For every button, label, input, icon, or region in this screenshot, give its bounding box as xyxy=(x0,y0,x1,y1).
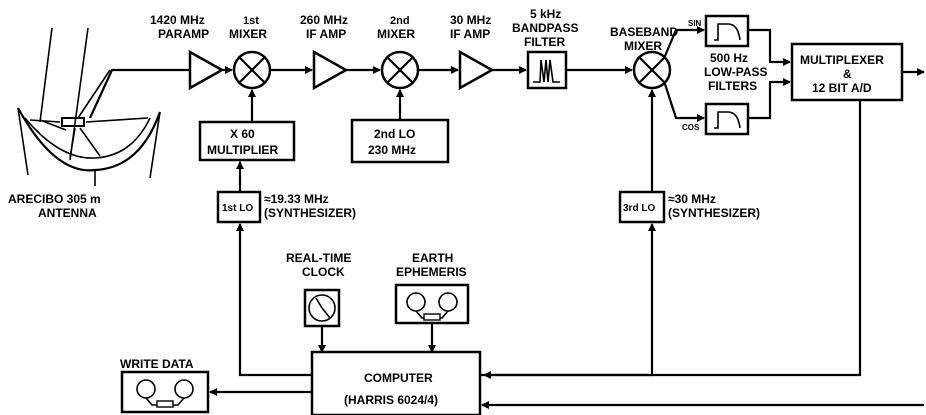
lo3-freq-label: ≈30 MHz xyxy=(668,192,716,206)
paramp-amplifier-icon xyxy=(188,49,225,91)
if2-label: IF AMP xyxy=(450,27,490,41)
paramp-label: PARAMP xyxy=(158,27,209,41)
if1-label: IF AMP xyxy=(306,27,346,41)
bandpass-name-label: BANDPASS xyxy=(512,21,578,35)
lo3-synth-label: (SYNTHESIZER) xyxy=(668,206,760,220)
multiplier-label: MULTIPLIER xyxy=(207,143,278,157)
tape-reel-icon xyxy=(394,283,470,325)
second-mixer-icon xyxy=(380,50,420,90)
mixer2-label: MIXER xyxy=(377,27,415,41)
baseband-label: BASEBAND xyxy=(610,25,678,39)
if-amp-30-icon xyxy=(458,49,495,91)
write-data-label: WRITE DATA xyxy=(120,357,194,371)
antenna-label: ANTENNA xyxy=(38,206,97,220)
earth-label: EARTH xyxy=(412,251,453,265)
lo1-label: 1st LO xyxy=(222,203,253,214)
bandpass-filter-icon xyxy=(526,50,568,90)
lowpass-name-label: LOW-PASS xyxy=(704,65,768,79)
lowpass-filter-sin-icon xyxy=(704,14,750,48)
write-data-tape-icon xyxy=(120,370,210,414)
mixer2-num-label: 2nd xyxy=(390,15,410,27)
baseband-mixer-icon xyxy=(632,50,672,90)
if-amp-260-icon xyxy=(312,49,349,91)
first-lo-box xyxy=(216,190,262,224)
computer-box xyxy=(310,350,482,415)
mixer1-num-label: 1st xyxy=(243,15,259,27)
if1-freq-label: 260 MHz xyxy=(300,13,348,27)
lo2-label: 2nd LO xyxy=(374,127,415,141)
lowpass-freq-label: 500 Hz xyxy=(710,51,748,65)
computer-model-label: (HARRIS 6024/4) xyxy=(344,393,438,407)
third-lo-box xyxy=(618,190,666,224)
paramp-freq-label: 1420 MHz xyxy=(150,13,205,27)
lowpass-filter-cos-icon xyxy=(704,102,750,136)
multiplier-x60-label: X 60 xyxy=(230,127,255,141)
lo3-label: 3rd LO xyxy=(623,203,655,214)
multiplexer-ad-label: 12 BIT A/D xyxy=(812,81,872,95)
multiplexer-and-label: & xyxy=(843,67,852,81)
arecibo-antenna-icon xyxy=(17,27,162,186)
x60-multiplier-box xyxy=(198,120,296,162)
cos-label: COS xyxy=(682,123,700,132)
antenna-name-label: ARECIBO 305 m xyxy=(8,192,101,206)
bandpass-filter-label: FILTER xyxy=(524,35,565,49)
lo1-synth-label: (SYNTHESIZER) xyxy=(264,206,356,220)
ephemeris-label: EPHEMERIS xyxy=(396,265,467,279)
mixer1-label: MIXER xyxy=(229,27,267,41)
computer-label: COMPUTER xyxy=(364,371,433,385)
multiplexer-box xyxy=(790,42,904,102)
multiplexer-label: MULTIPLEXER xyxy=(800,53,884,67)
lo1-freq-label: ≈19.33 MHz xyxy=(264,192,329,206)
sin-label: SIN xyxy=(688,19,702,28)
clock-label: CLOCK xyxy=(302,265,345,279)
if2-freq-label: 30 MHz xyxy=(450,13,491,27)
antenna-feed-line xyxy=(89,68,190,119)
bandpass-freq-label: 5 kHz xyxy=(530,7,561,21)
baseband-mixer-label: MIXER xyxy=(624,39,662,53)
clock-icon xyxy=(303,288,341,328)
clock-realtime-label: REAL-TIME xyxy=(286,251,351,265)
lo2-freq-label: 230 MHz xyxy=(368,143,416,157)
second-lo-box xyxy=(350,118,450,164)
first-mixer-icon xyxy=(232,50,272,90)
lowpass-filters-label: FILTERS xyxy=(708,79,757,93)
